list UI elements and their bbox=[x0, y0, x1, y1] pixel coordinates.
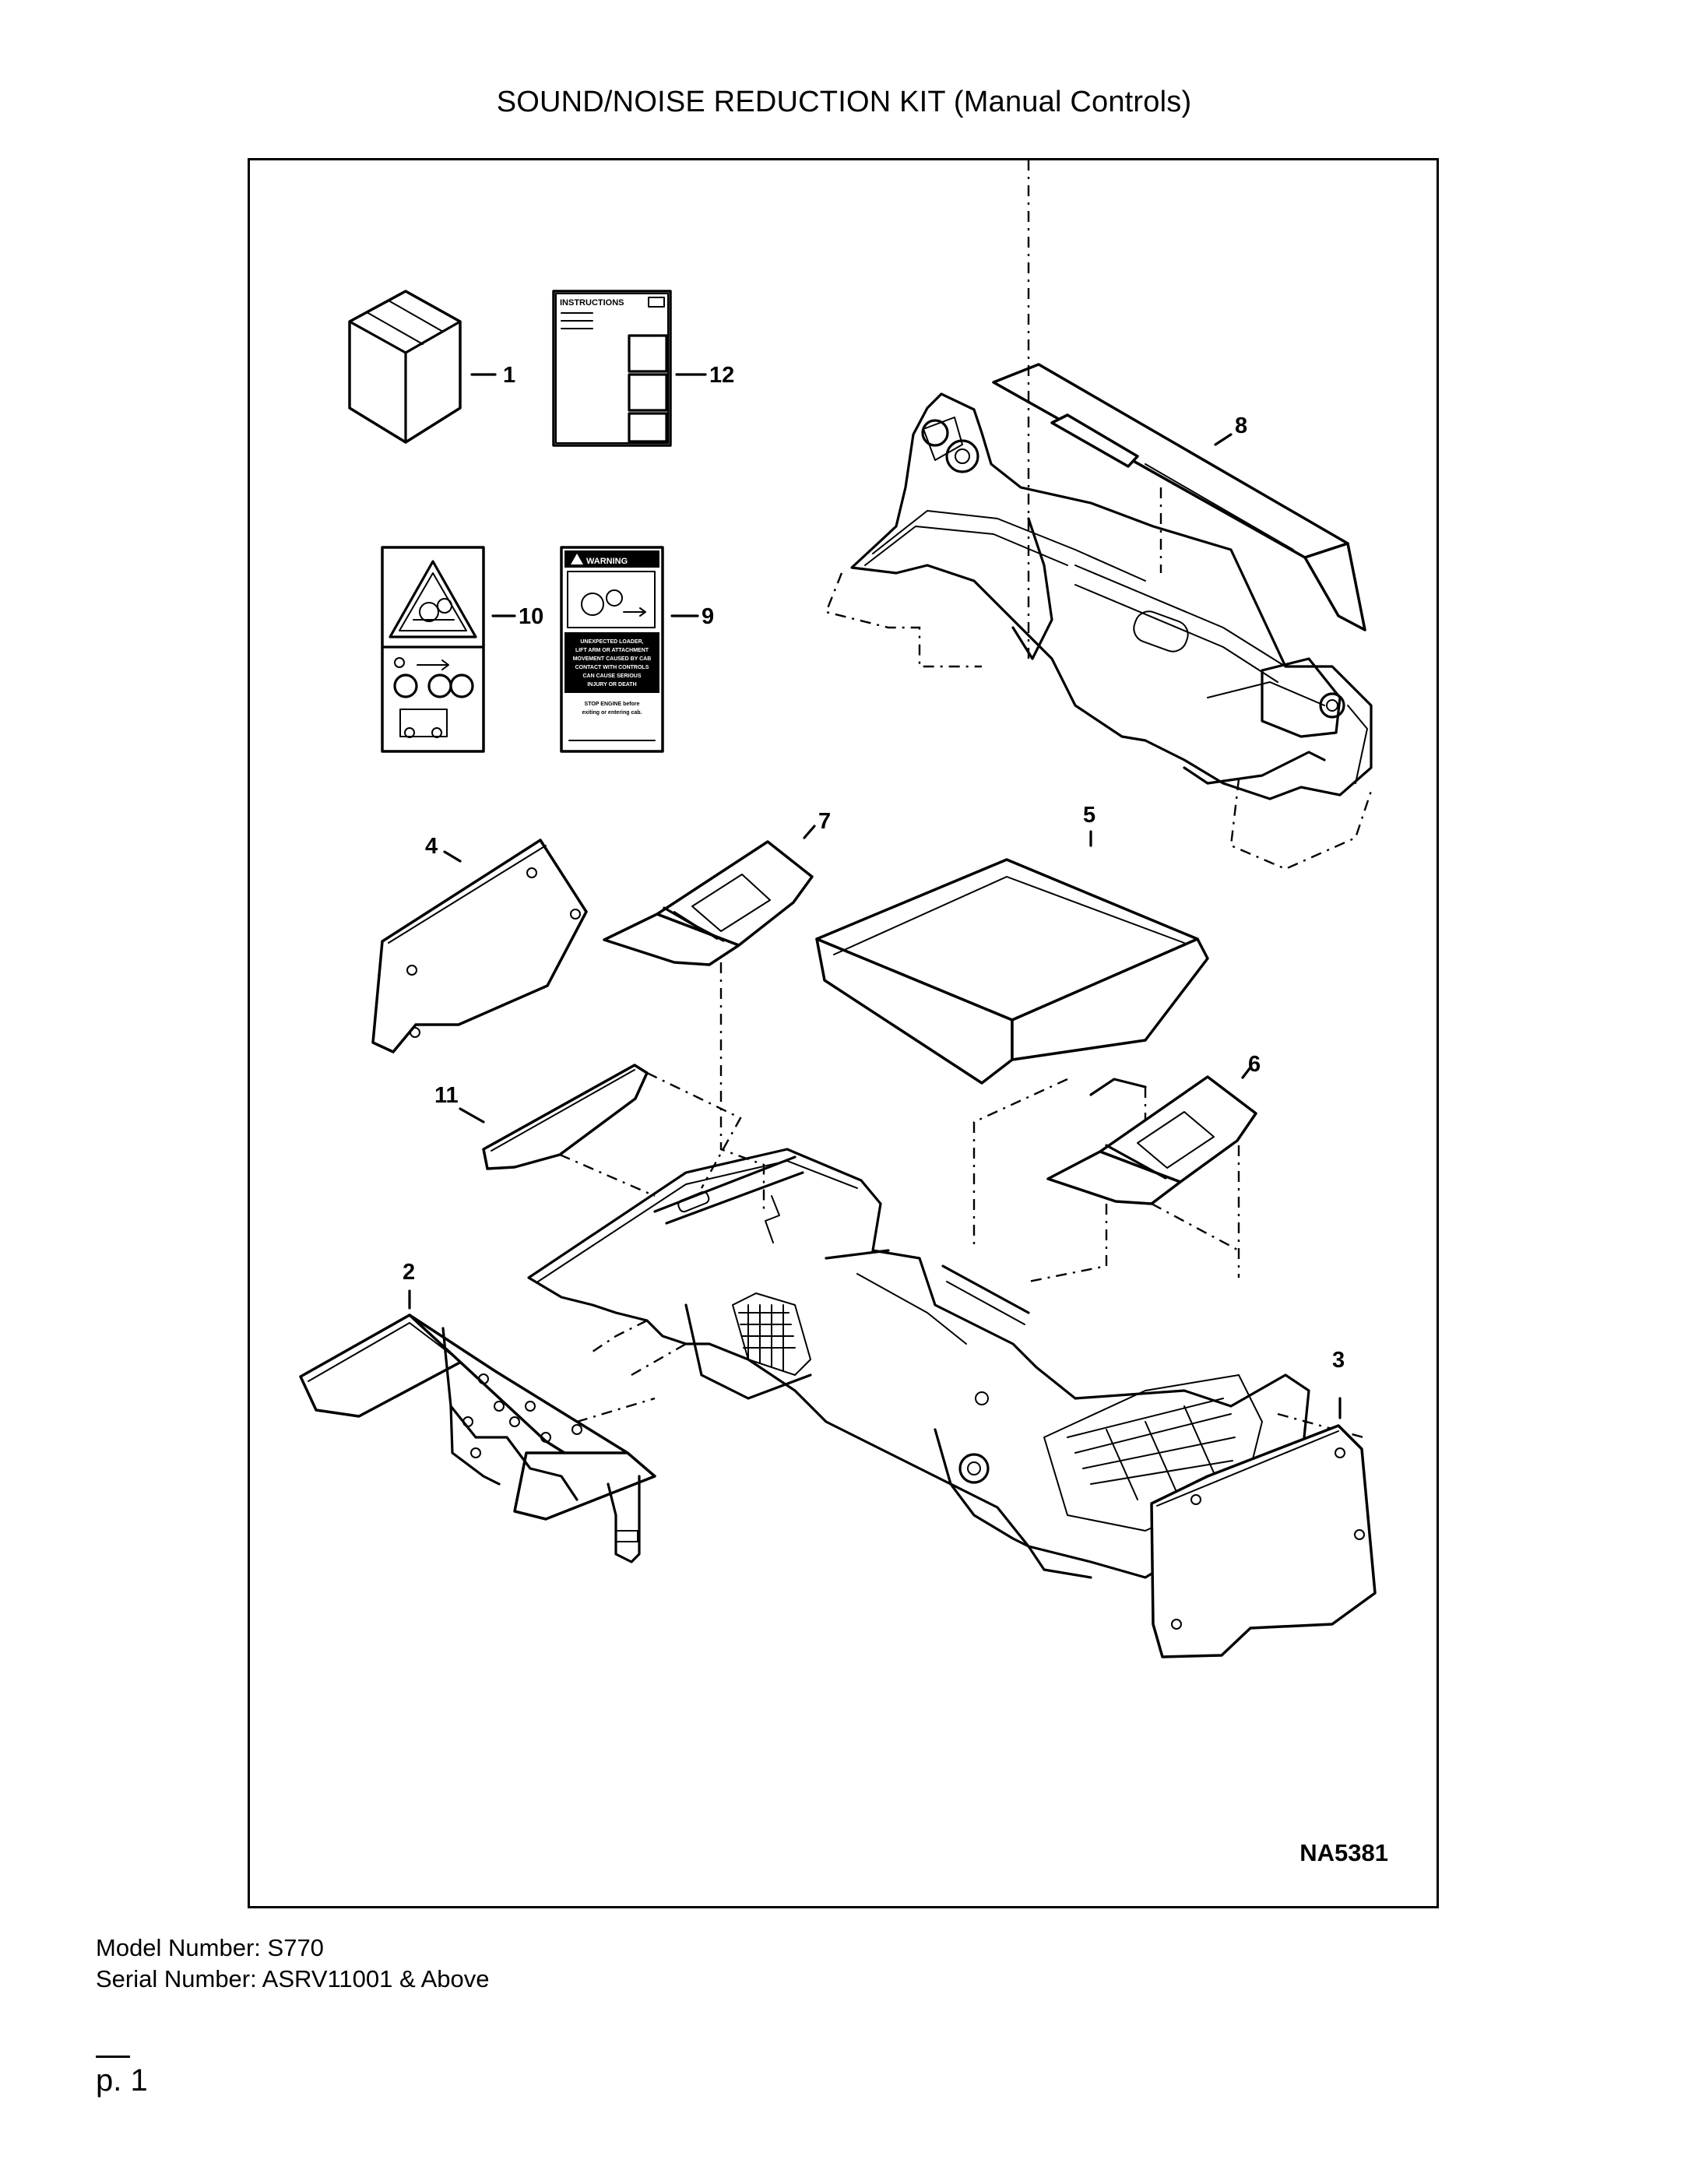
part-11-foam-strip: 11 bbox=[434, 1064, 742, 1198]
warning-text-2: LIFT ARM OR ATTACHMENT bbox=[575, 648, 649, 653]
figure-id: NA5381 bbox=[1299, 1839, 1388, 1866]
warning-text-5: CAN CAUSE SERIOUS bbox=[582, 673, 641, 679]
part-9-warning-decal: WARNING UNEXPECTED LOADER, LIFT ARM OR A… bbox=[560, 546, 714, 753]
callout-3: 3 bbox=[1332, 1348, 1345, 1373]
warning-note-1: STOP ENGINE before bbox=[585, 702, 640, 707]
callout-5: 5 bbox=[1083, 803, 1095, 828]
warning-text-3: MOVEMENT CAUSED BY CAB bbox=[573, 656, 652, 662]
exploded-parts-diagram: 1 INSTRUCTIONS 12 bbox=[299, 160, 1377, 1658]
part-5-cover: 5 bbox=[815, 803, 1209, 1250]
callout-9: 9 bbox=[702, 604, 714, 629]
warning-text-4: CONTACT WITH CONTROLS bbox=[575, 665, 649, 670]
callout-10: 10 bbox=[519, 604, 543, 629]
part-4-left-side-panel: 4 bbox=[371, 834, 588, 1053]
diagram-frame: 1 INSTRUCTIONS 12 bbox=[248, 158, 1439, 1908]
instructions-label: INSTRUCTIONS bbox=[560, 298, 624, 308]
part-6-foot-pad: 6 bbox=[1028, 1052, 1261, 1283]
callout-2: 2 bbox=[403, 1260, 415, 1285]
callout-8: 8 bbox=[1235, 413, 1247, 438]
callout-11: 11 bbox=[434, 1083, 459, 1108]
callout-1: 1 bbox=[503, 363, 515, 388]
part-1-kit-box: 1 bbox=[348, 290, 515, 444]
part-10-pictorial-decal: 10 bbox=[381, 546, 543, 753]
warning-text-6: INJURY OR DEATH bbox=[587, 682, 636, 688]
part-8-insulation-strip: 8 bbox=[992, 363, 1366, 631]
callout-12: 12 bbox=[709, 363, 734, 388]
warning-label: WARNING bbox=[586, 557, 628, 566]
cab-floor-assembly bbox=[527, 1148, 1364, 1579]
callout-4: 4 bbox=[425, 834, 438, 859]
part-7-foot-pad: 7 bbox=[603, 809, 831, 1212]
page-number: p. 1 bbox=[96, 2063, 148, 2098]
chassis-frame bbox=[825, 160, 1373, 870]
callout-7: 7 bbox=[818, 809, 831, 834]
model-info: Model Number: S770 Serial Number: ASRV11… bbox=[96, 1933, 490, 1995]
part-3-right-side-panel: 3 bbox=[1150, 1348, 1377, 1658]
serial-number: Serial Number: ASRV11001 & Above bbox=[96, 1965, 490, 1992]
callout-6: 6 bbox=[1248, 1052, 1261, 1077]
part-2-floor-bracket: 2 bbox=[299, 1260, 687, 1563]
warning-text-1: UNEXPECTED LOADER, bbox=[580, 639, 643, 645]
page-title: SOUND/NOISE REDUCTION KIT (Manual Contro… bbox=[496, 86, 1192, 118]
warning-note-2: exiting or entering cab. bbox=[582, 710, 642, 716]
part-12-instructions: INSTRUCTIONS 12 bbox=[552, 290, 734, 447]
page-rule bbox=[96, 2056, 130, 2058]
model-number: Model Number: S770 bbox=[96, 1934, 324, 1961]
